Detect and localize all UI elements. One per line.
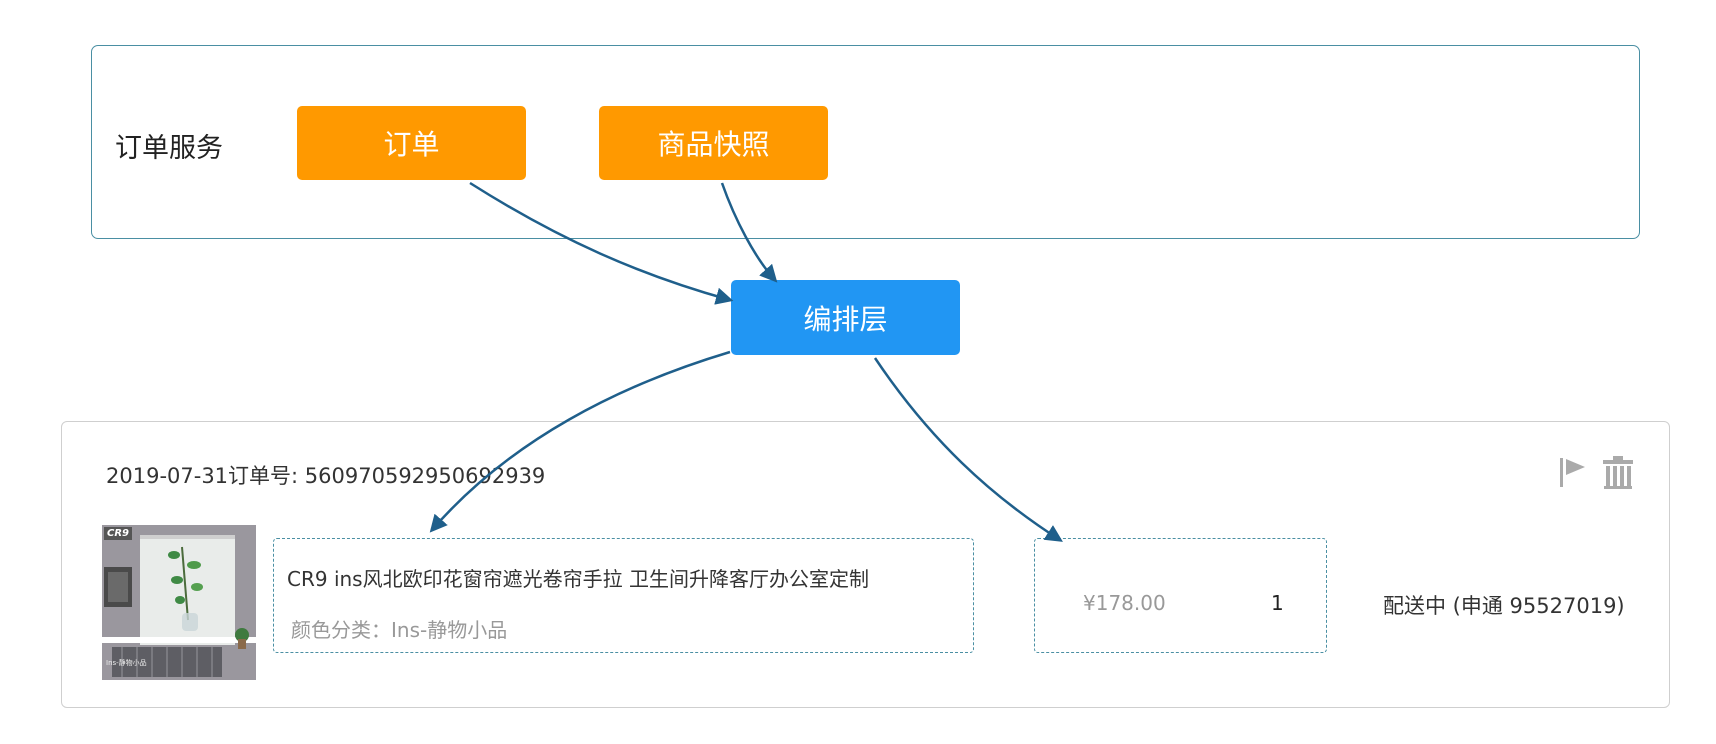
arrow-snapshot-to-layout xyxy=(720,182,778,283)
arrow-layout-to-price xyxy=(873,357,1063,542)
delivery-status: 配送中 (申通 95527019) xyxy=(1383,594,1625,618)
thumb-caption: Ins-静物小品 xyxy=(106,659,147,667)
flag-icon[interactable] xyxy=(1558,455,1588,489)
quantity: 1 xyxy=(1271,591,1284,615)
layout-layer-node: 编排层 xyxy=(731,280,960,355)
price-quantity-highlight xyxy=(1034,538,1327,653)
thumb-brand-logo: CR9 xyxy=(104,527,132,540)
order-header: 2019-07-31订单号: 560970592950692939 xyxy=(106,464,546,488)
unit-price: ¥178.00 xyxy=(1083,591,1166,615)
product-sku: 颜色分类：Ins-静物小品 xyxy=(291,618,508,642)
product-thumbnail[interactable]: CR9 Ins-静物小品 xyxy=(102,525,256,680)
product-title-link[interactable]: CR9 ins风北欧印花窗帘遮光卷帘手拉 卫生间升降客厅办公室定制 xyxy=(287,567,869,591)
trash-icon[interactable] xyxy=(1602,454,1634,490)
order-service-panel xyxy=(91,45,1640,239)
arrow-layout-to-product xyxy=(429,350,731,533)
product-info-highlight xyxy=(273,538,974,653)
arrow-order-to-layout xyxy=(469,181,734,305)
order-service-title: 订单服务 xyxy=(115,133,223,164)
product-image xyxy=(102,525,256,680)
order-card xyxy=(61,421,1670,708)
order-node: 订单 xyxy=(297,106,526,180)
product-snapshot-node: 商品快照 xyxy=(599,106,828,180)
